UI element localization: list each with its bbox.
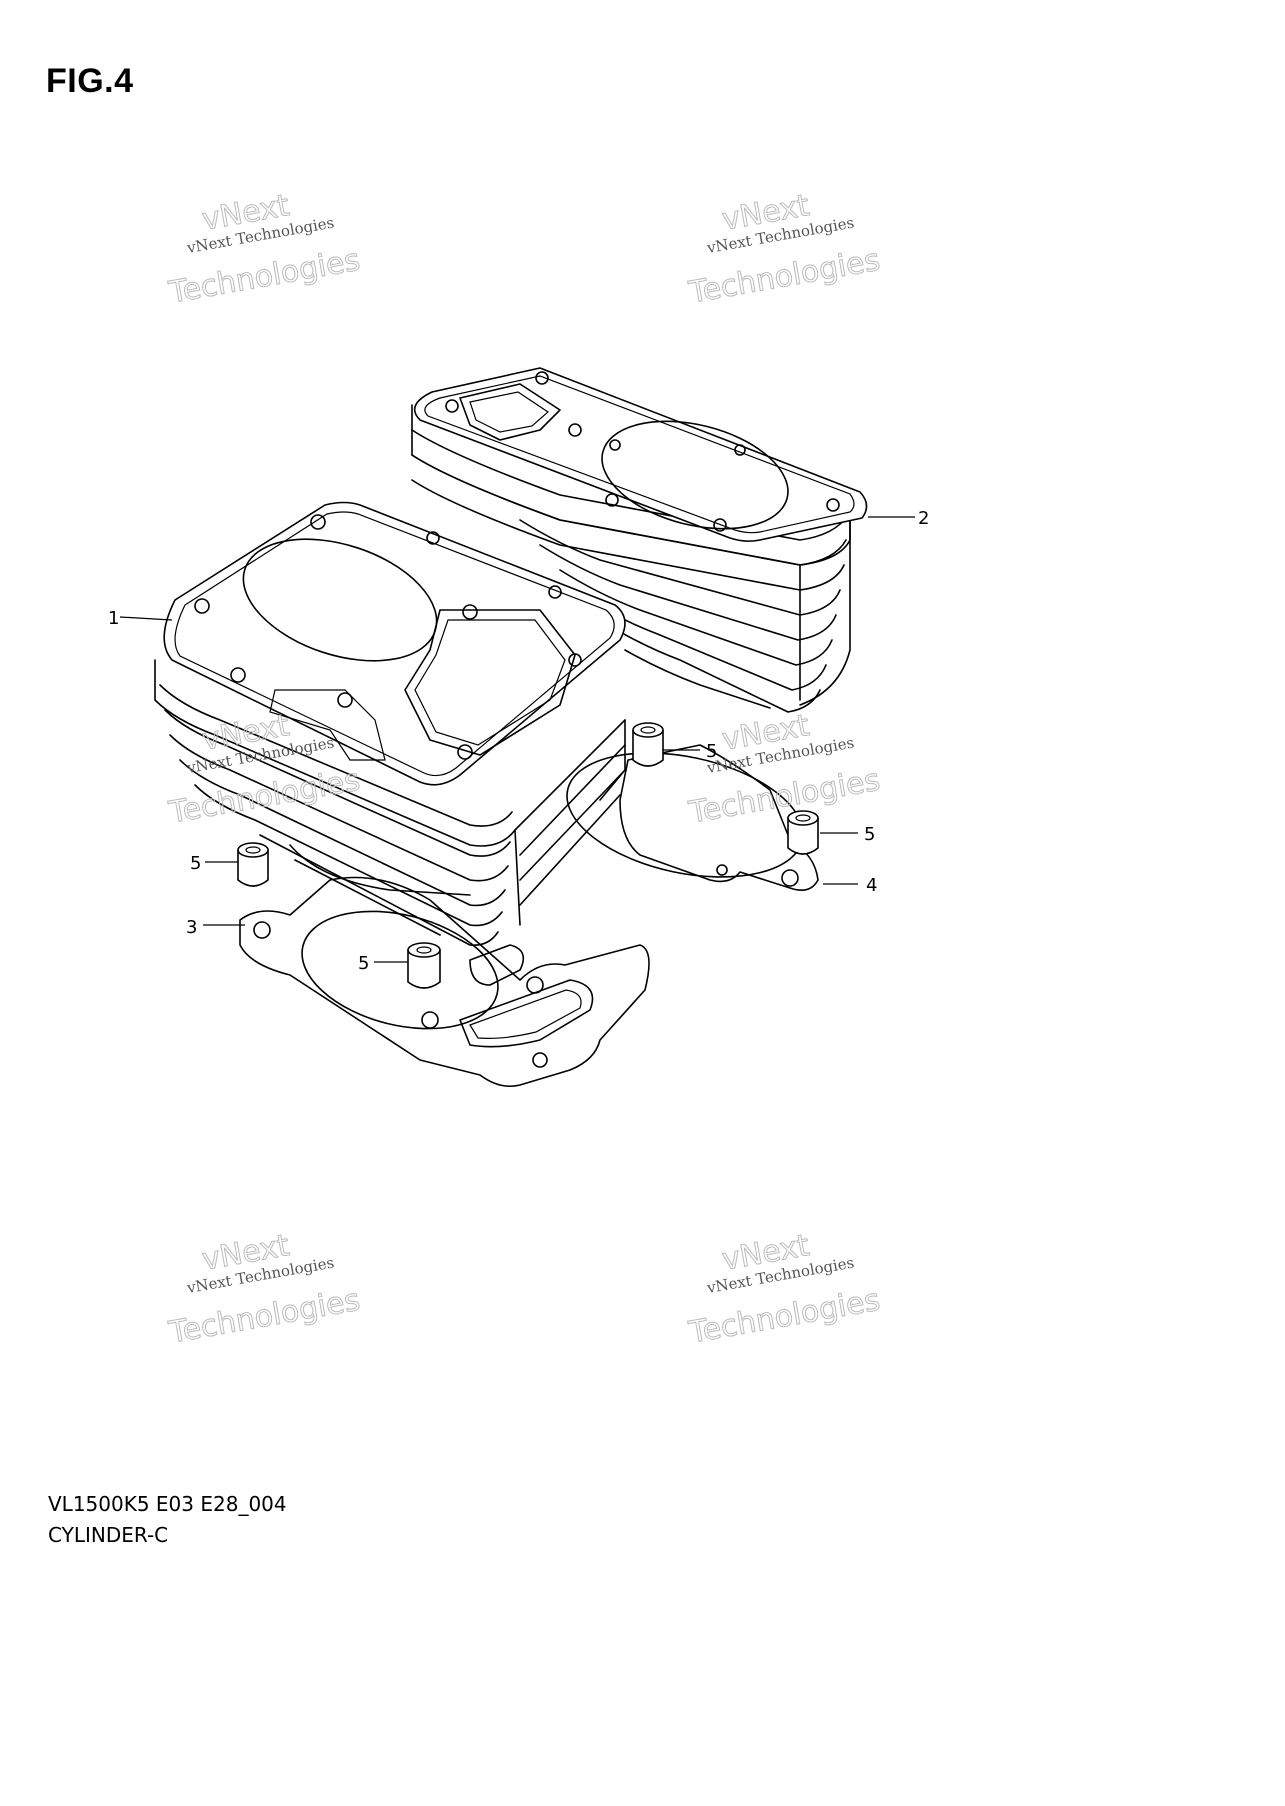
watermark-top-left: vNext vNext Technologies Technologies — [165, 188, 363, 312]
callout-5b: 5 — [358, 953, 369, 974]
dowel-pin-2 — [407, 942, 441, 989]
callout-4: 4 — [866, 875, 877, 896]
callout-numbers: 1 2 3 4 5 5 5 5 — [108, 508, 929, 974]
watermark-mid-right: vNext vNext Technologies Technologies — [685, 708, 883, 832]
figure-title: FIG.4 — [46, 62, 134, 100]
diagram-name: CYLINDER-C — [48, 1523, 169, 1547]
dowel-pin-1 — [237, 842, 269, 887]
dowel-pin-4 — [787, 810, 819, 855]
watermark-bottom-left: vNext vNext Technologies Technologies — [165, 1228, 363, 1352]
watermark-bottom-right: vNext vNext Technologies Technologies — [685, 1228, 883, 1352]
dowel-pin-3 — [632, 722, 664, 767]
callout-2: 2 — [918, 508, 929, 529]
watermark-top-right: vNext vNext Technologies Technologies — [685, 188, 883, 312]
callout-5d: 5 — [864, 824, 875, 845]
callout-leaders — [119, 516, 915, 963]
front-base-gasket — [239, 876, 650, 1088]
diagram-code: VL1500K5 E03 E28_004 — [48, 1492, 287, 1516]
dowel-pins — [237, 722, 819, 989]
callout-5a: 5 — [190, 853, 201, 874]
callout-1: 1 — [108, 608, 119, 629]
callout-5c: 5 — [706, 741, 717, 762]
front-cylinder — [154, 501, 626, 947]
callout-3: 3 — [186, 917, 197, 938]
